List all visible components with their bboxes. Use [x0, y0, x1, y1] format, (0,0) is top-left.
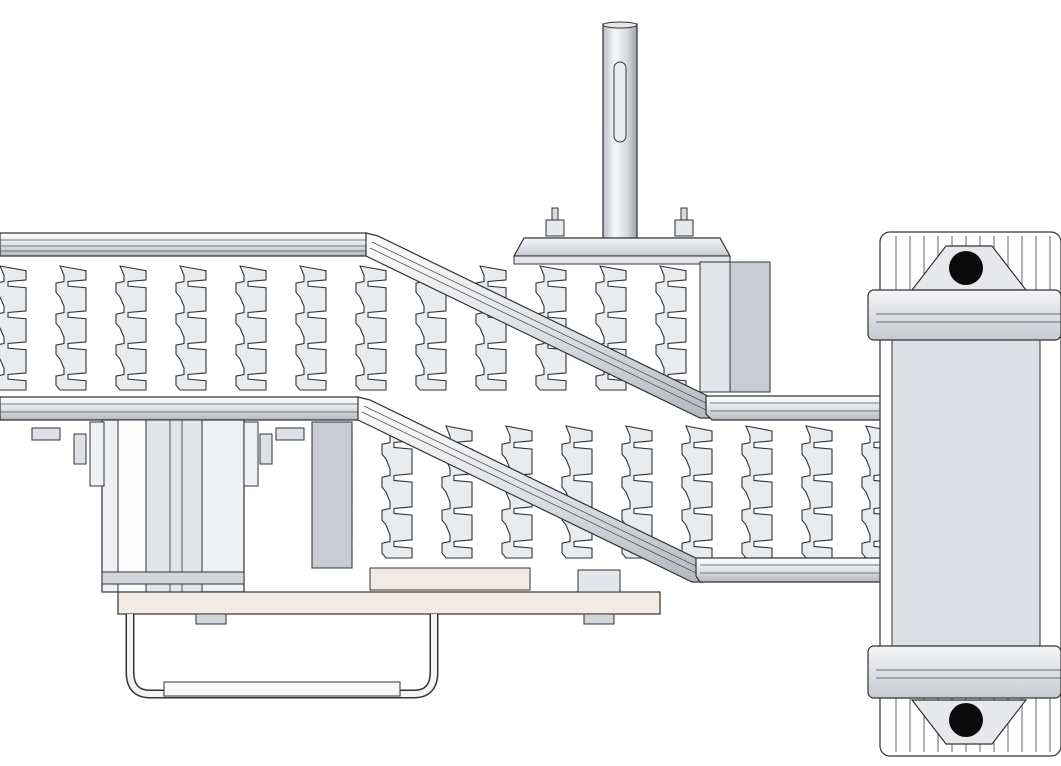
upper-chain-link [235, 265, 267, 391]
lower-chain-link [561, 425, 593, 559]
lower-mount-hole [949, 703, 983, 737]
upper-chain-link [475, 265, 507, 391]
upper-chain-link [0, 265, 27, 391]
carry-handle [125, 614, 439, 699]
shaft-keyway [613, 61, 627, 143]
upper-chain-link [295, 265, 327, 391]
lower-chain-link [801, 425, 833, 559]
upper-chain-link [415, 265, 447, 391]
upper-guide-rail [0, 232, 373, 257]
top-bolt-right [674, 207, 694, 237]
right-support-bracket [867, 231, 1061, 757]
upper-chain-link [115, 265, 147, 391]
lower-chain-link [741, 425, 773, 559]
bracket-bolt-left [31, 427, 87, 465]
upper-sprocket-end [699, 261, 771, 393]
middle-left-rail [0, 396, 369, 421]
base-plate [117, 567, 661, 625]
sprocket-housing-cap [512, 237, 732, 265]
bracket-bolt-right [259, 427, 305, 465]
upper-chain-link [175, 265, 207, 391]
lower-sprocket-end [311, 421, 353, 569]
upper-chain-link [355, 265, 387, 391]
top-bolt-left [545, 207, 565, 237]
drive-shaft [602, 21, 638, 245]
lower-chain-link [381, 425, 413, 559]
upper-mount-hole [949, 251, 983, 285]
lower-chain-link [681, 425, 713, 559]
upper-chain-link [55, 265, 87, 391]
upper-chain-link [655, 265, 687, 391]
left-gearbox [31, 419, 305, 593]
upper-chain [0, 265, 687, 391]
